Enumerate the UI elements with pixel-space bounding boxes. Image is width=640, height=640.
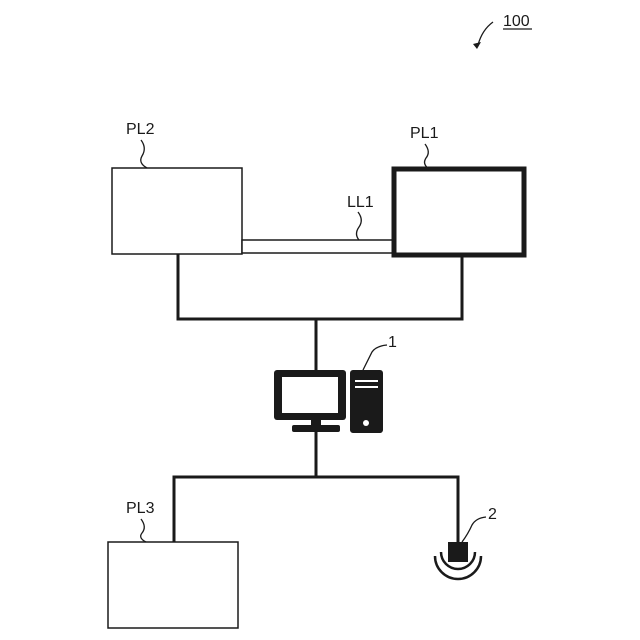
figure-reference: 100 <box>473 13 532 49</box>
label-pl2: PL2 <box>126 121 155 168</box>
pl1-label: PL1 <box>410 125 439 142</box>
ll1-link <box>242 240 394 253</box>
label-pl1: PL1 <box>410 125 439 169</box>
label-pl3: PL3 <box>126 500 155 542</box>
sensor-label: 2 <box>488 506 497 523</box>
label-sensor: 2 <box>462 506 497 542</box>
pl3-label: PL3 <box>126 500 155 517</box>
pl2-label: PL2 <box>126 121 155 138</box>
pl3-box <box>108 542 238 628</box>
sensor-icon <box>435 542 481 579</box>
ll1-label: LL1 <box>347 194 374 211</box>
label-ll1: LL1 <box>347 194 374 240</box>
label-computer: 1 <box>363 334 397 370</box>
computer-label: 1 <box>388 334 397 351</box>
pl1-box <box>394 169 524 255</box>
figure-number: 100 <box>503 13 530 30</box>
pl2-box <box>112 168 242 254</box>
computer-icon <box>274 370 383 433</box>
